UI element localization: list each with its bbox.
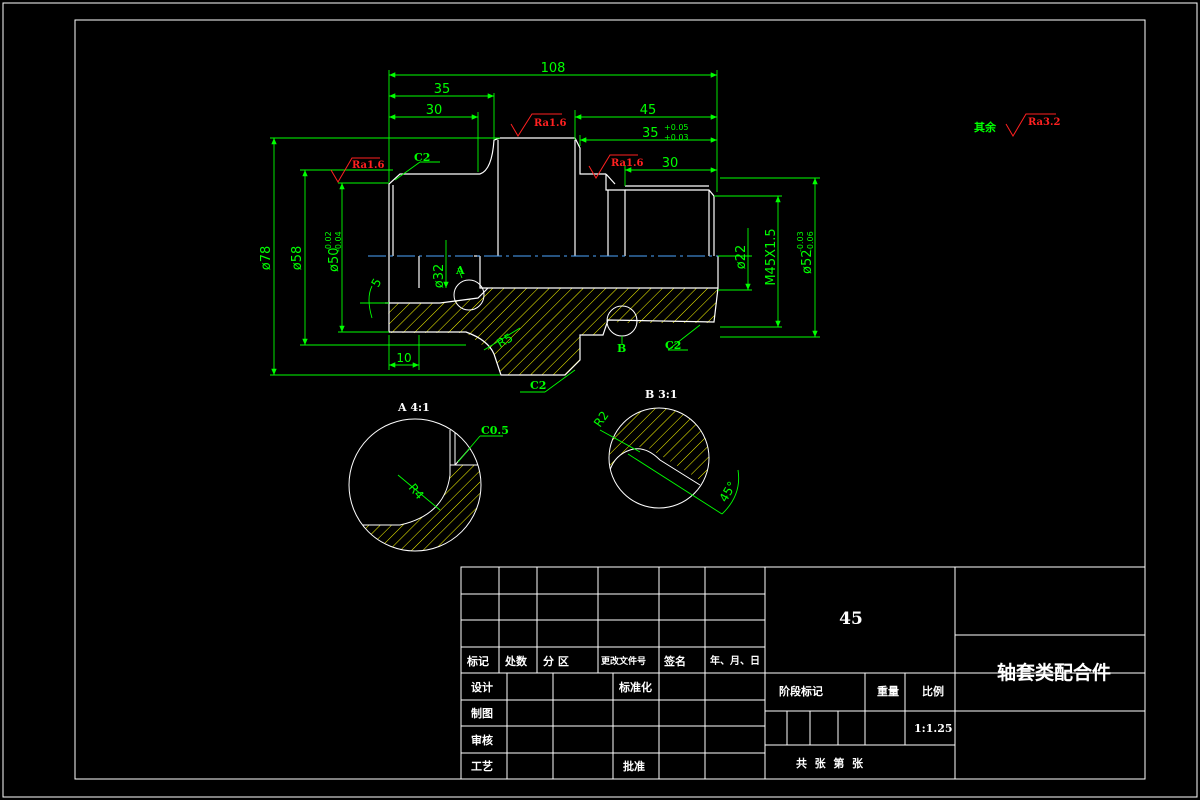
roughness-symbols: Ra1.6 Ra1.6 Ra1.6 其余 Ra3.2	[330, 113, 1060, 183]
label-review: 审核	[471, 733, 493, 747]
dimension-lines	[270, 70, 820, 393]
label-approve: 批准	[623, 759, 645, 773]
detail-b-view: B 3:1 R2 45°	[591, 388, 739, 515]
label-standardize: 标准化	[618, 680, 652, 694]
rev-header-zone: 分 区	[543, 654, 569, 668]
label-scale: 比例	[922, 684, 944, 698]
roughness-other: 其余 Ra3.2	[974, 113, 1060, 137]
roughness-left: Ra1.6	[330, 157, 384, 183]
chamfer-c2-right: C2	[665, 339, 681, 352]
material: 45	[839, 609, 863, 629]
roughness-right: Ra1.6	[588, 154, 643, 179]
dimension-texts: 108 35 30 45 35 +0.05 +0.03 30 ø78 ø58 ø…	[259, 61, 815, 392]
detail-b-r2: R2	[591, 409, 612, 430]
rev-header-mark: 标记	[466, 654, 489, 668]
label-design: 设计	[471, 680, 493, 694]
dim-35: 35	[434, 82, 451, 97]
dim-phi52-upper: -0.03	[796, 231, 805, 252]
rev-header-sign: 签名	[663, 654, 686, 668]
detail-a-title: A 4:1	[397, 401, 430, 414]
label-detail-b: B	[617, 342, 626, 355]
detail-a-marker	[453, 279, 485, 311]
dim-phi52: ø52	[800, 250, 815, 275]
dim-phi50-upper: -0.02	[324, 231, 333, 252]
dim-phi52-lower: -0.06	[806, 231, 815, 252]
dim-30-right: 30	[662, 156, 679, 171]
dim-45: 45	[640, 103, 657, 118]
svg-text:Ra3.2: Ra3.2	[1028, 117, 1060, 128]
scale-value: 1:1.25	[914, 722, 953, 735]
label-process: 工艺	[471, 759, 493, 773]
dim-35-tol-lower: +0.03	[664, 133, 689, 142]
title-block	[460, 566, 1146, 780]
part-section-view	[368, 137, 725, 376]
dim-phi58: ø58	[290, 246, 305, 271]
dim-phi50: ø50	[327, 248, 342, 273]
part-name: 轴套类配合件	[997, 661, 1111, 684]
label-drawing: 制图	[471, 706, 493, 720]
sheet-count: 共 张 第 张	[796, 756, 864, 770]
detail-a-view: A 4:1 C0.5 R4	[348, 401, 509, 552]
radius-r5: R5	[495, 330, 516, 350]
dim-phi78: ø78	[259, 246, 274, 271]
dim-108: 108	[541, 61, 566, 76]
svg-text:Ra1.6: Ra1.6	[611, 158, 643, 169]
svg-text:Ra1.6: Ra1.6	[534, 118, 566, 129]
dim-phi32: ø32	[432, 264, 447, 289]
label-detail-a: A	[455, 264, 465, 277]
title-block-texts: 45 轴套类配合件 标记 处数 分 区 更改文件号 签名 年、月、日 设计 标准…	[466, 609, 1111, 773]
dim-35-tol: 35	[642, 126, 659, 141]
rev-header-doc: 更改文件号	[601, 655, 646, 667]
label-weight: 重量	[877, 684, 899, 698]
chamfer-c2-top: C2	[414, 151, 430, 164]
rev-header-count: 处数	[504, 654, 528, 668]
label-stage-mark: 阶段标记	[779, 684, 823, 698]
dim-m45: M45X1.5	[764, 228, 779, 285]
detail-b-angle: 45°	[716, 479, 739, 504]
detail-a-c05: C0.5	[481, 424, 509, 437]
detail-b-title: B 3:1	[645, 388, 678, 401]
dim-phi50-lower: -0.04	[334, 231, 343, 252]
dim-35-tol-upper: +0.05	[664, 123, 689, 132]
roughness-mid: Ra1.6	[510, 113, 566, 137]
svg-text:Ra1.6: Ra1.6	[352, 160, 384, 171]
dim-phi22: ø22	[734, 245, 749, 270]
dim-10: 10	[396, 351, 411, 365]
svg-text:其余: 其余	[974, 120, 997, 134]
rev-header-date: 年、月、日	[710, 654, 760, 667]
dim-30: 30	[426, 103, 443, 118]
chamfer-c2-bottom: C2	[530, 379, 546, 392]
